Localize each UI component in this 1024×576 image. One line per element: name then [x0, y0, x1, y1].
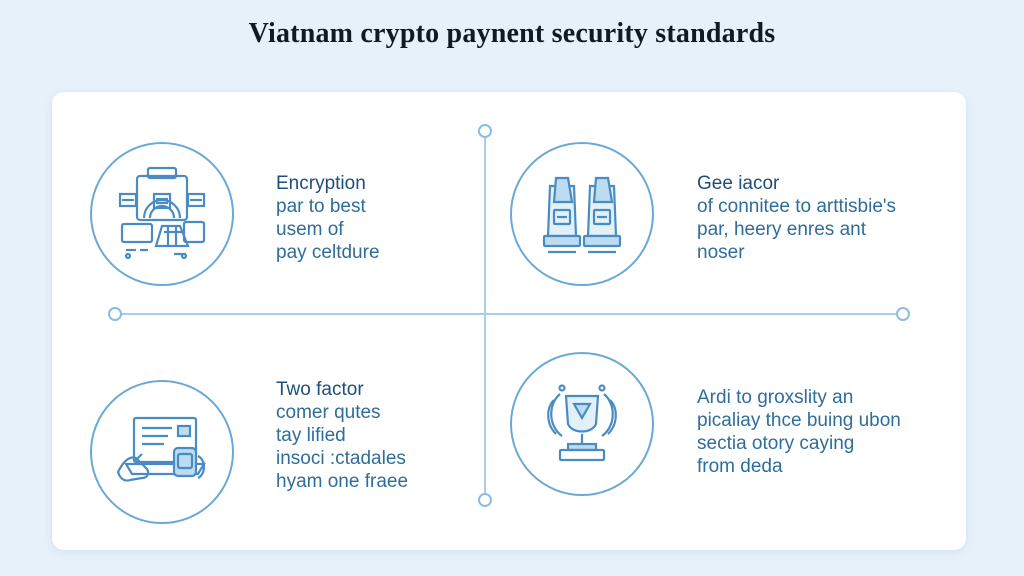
hand-laptop-icon	[90, 380, 234, 524]
quadrant-grox: Ardi to groxslity an picaliay thce buing…	[697, 386, 901, 478]
quadrant-line: pay celtdure	[276, 242, 380, 263]
vertical-divider	[484, 137, 486, 499]
quadrant-heading: Encryption	[276, 173, 366, 194]
divider-node-left	[108, 307, 122, 321]
quadrant-line: usem of	[276, 219, 344, 240]
quadrant-heading: Two factor	[276, 379, 364, 400]
quadrant-line: Ardi to groxslity an	[697, 387, 854, 408]
infographic-card: Encryption par to best usem of pay celtd…	[52, 92, 966, 550]
quadrant-line: par to best	[276, 196, 366, 217]
shield-trophy-icon	[510, 352, 654, 496]
divider-node-bottom	[478, 493, 492, 507]
divider-node-top	[478, 124, 492, 138]
quadrant-line: picaliay thce buing ubon	[697, 410, 901, 431]
divider-node-right	[896, 307, 910, 321]
quadrant-encryption: Encryption par to best usem of pay celtd…	[276, 172, 380, 264]
encryption-machine-icon	[90, 142, 234, 286]
page-title: Viatnam crypto paynent security standard…	[248, 18, 776, 49]
horizontal-divider	[116, 313, 904, 315]
quadrant-gee-iacor: Gee iacor of connitee to arttisbie's par…	[697, 172, 896, 264]
quadrant-line: sectia otory caying	[697, 433, 855, 454]
quadrant-line: comer qutes	[276, 402, 381, 423]
quadrant-heading: Gee iacor	[697, 173, 780, 194]
quadrant-line: noser	[697, 242, 745, 263]
quadrant-line: of connitee to arttisbie's	[697, 196, 897, 217]
quadrant-line: from deda	[697, 456, 783, 477]
hardware-wallet-icon	[510, 142, 654, 286]
quadrant-line: tay lified	[276, 425, 346, 446]
quadrant-two-factor: Two factor comer qutes tay lified insoci…	[276, 378, 408, 493]
quadrant-line: insoci :ctadales	[276, 448, 406, 469]
quadrant-line: par, heery enres ant	[697, 219, 866, 240]
quadrant-line: hyam one fraee	[276, 471, 409, 492]
